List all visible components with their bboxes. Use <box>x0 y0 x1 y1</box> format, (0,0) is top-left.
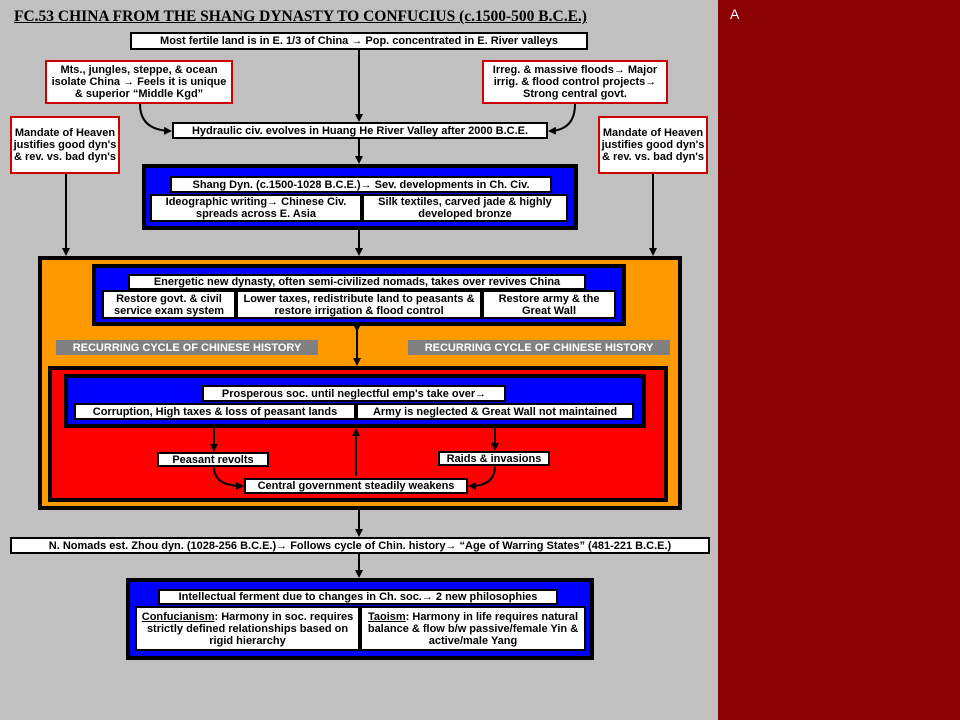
arrow-floods-hydraulic <box>548 103 576 135</box>
corruption-box: Corruption, High taxes & loss of peasant… <box>74 403 356 420</box>
confucianism-box: Confucianism: Harmony in soc. requires s… <box>135 606 360 651</box>
shang-writing-box: Ideographic writing→ Chinese Civ. spread… <box>150 194 362 222</box>
energetic-header: Energetic new dynasty, often semi-civili… <box>128 274 586 290</box>
shang-silk-box: Silk textiles, carved jade & highly deve… <box>362 194 568 222</box>
peasant-revolts-box: Peasant revolts <box>157 452 269 467</box>
taoism-box: Taoism: Harmony in life requires natural… <box>360 606 586 651</box>
restore-army-box: Restore army & the Great Wall <box>482 290 616 319</box>
weakens-box: Central government steadily weakens <box>244 478 468 494</box>
restore-govt-box: Restore govt. & civil service exam syste… <box>102 290 236 319</box>
mandate-left-box: Mandate of Heaven justifies good dyn's &… <box>10 116 120 174</box>
confucianism-name: Confucianism <box>141 610 215 623</box>
army-neglected-box: Army is neglected & Great Wall not maint… <box>356 403 634 420</box>
slide: FC.53 CHINA FROM THE SHANG DYNASTY TO CO… <box>0 0 718 720</box>
raids-box: Raids & invasions <box>438 451 550 466</box>
page-title: FC.53 CHINA FROM THE SHANG DYNASTY TO CO… <box>14 8 587 25</box>
confucianism-text: : Harmony in soc. requires strictly defi… <box>146 610 354 647</box>
taoism-name: Taoism <box>367 610 406 623</box>
fertile-land-box: Most fertile land is in E. 1/3 of China … <box>130 32 588 50</box>
arrow-isolation-hydraulic <box>139 103 172 135</box>
shang-header: Shang Dyn. (c.1500-1028 B.C.E.)→ Sev. de… <box>170 176 552 193</box>
corner-label: A <box>730 6 740 22</box>
floods-box: Irreg. & massive floods→ Major irrig. & … <box>482 60 668 104</box>
lower-taxes-box: Lower taxes, redistribute land to peasan… <box>236 290 482 319</box>
hydraulic-box: Hydraulic civ. evolves in Huang He River… <box>172 122 548 139</box>
cycle-label-right: RECURRING CYCLE OF CHINESE HISTORY <box>408 340 670 355</box>
mandate-right-box: Mandate of Heaven justifies good dyn's &… <box>598 116 708 174</box>
taoism-text: : Harmony in life requires natural balan… <box>367 610 579 647</box>
zhou-box: N. Nomads est. Zhou dyn. (1028-256 B.C.E… <box>10 537 710 554</box>
isolation-box: Mts., jungles, steppe, & ocean isolate C… <box>45 60 233 104</box>
intellectual-header: Intellectual ferment due to changes in C… <box>158 589 558 605</box>
cycle-label-left: RECURRING CYCLE OF CHINESE HISTORY <box>56 340 318 355</box>
prosperous-header: Prosperous soc. until neglectful emp's t… <box>202 385 506 402</box>
